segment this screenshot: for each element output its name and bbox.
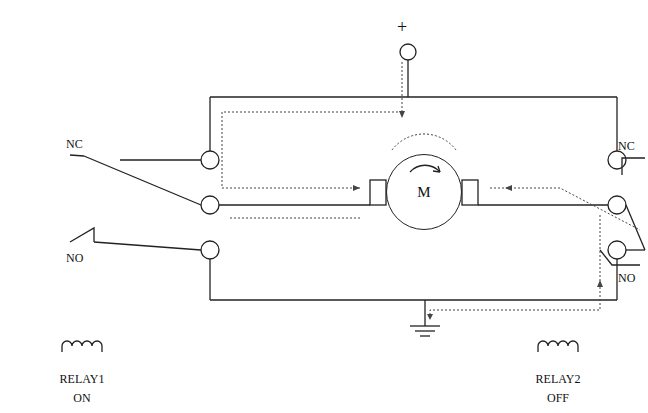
contact-label: NC (66, 138, 83, 150)
motor-circle: M (386, 154, 462, 230)
relay-state: ON (73, 392, 90, 404)
relay-name: RELAY1 (60, 373, 105, 385)
contact-label: NO (66, 252, 83, 264)
contact-label: NC (618, 140, 635, 152)
relay-name: RELAY2 (536, 373, 581, 385)
contact-label: NO (618, 272, 635, 284)
relay-state: OFF (547, 392, 569, 404)
supply-sign: + (397, 18, 407, 36)
motor-letter: M (417, 184, 430, 201)
